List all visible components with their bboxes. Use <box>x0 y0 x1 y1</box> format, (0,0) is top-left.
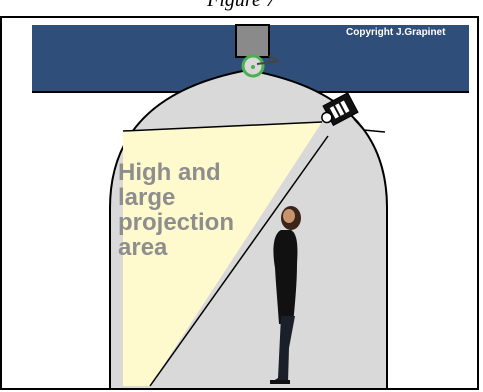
projection-area-line: area <box>118 235 278 260</box>
figure-caption: Figure 7 <box>0 0 483 12</box>
ceiling-device-dot <box>251 65 255 69</box>
projection-area-line: projection <box>118 210 278 235</box>
copyright-notice: Copyright J.Grapinet <box>346 27 445 38</box>
projection-area-line: High and <box>118 160 278 185</box>
ceiling-mount <box>236 25 269 57</box>
projection-area-label: High and large projection area <box>118 160 278 260</box>
diagram-frame: Copyright J.Grapinet High and large proj… <box>0 16 479 390</box>
projection-area-line: large <box>118 185 278 210</box>
